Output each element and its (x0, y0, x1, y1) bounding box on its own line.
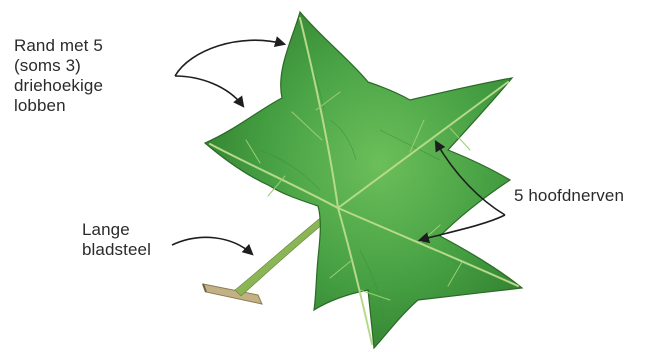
petiole-annotation-line: bladsteel (82, 240, 151, 260)
arrow-petiole (172, 237, 252, 254)
veins-annotation: 5 hoofdnerven (514, 186, 624, 206)
margin-annotation-line: Rand met 5 (14, 36, 103, 56)
arrow-margin-lobe (175, 76, 243, 106)
petiole-base-twig (203, 284, 262, 304)
petiole-annotation: Lange bladsteel (82, 220, 151, 260)
arrow-margin-top (175, 40, 284, 76)
margin-annotation-line: driehoekige (14, 76, 103, 96)
margin-annotation: Rand met 5 (soms 3) driehoekige lobben (14, 36, 103, 116)
margin-annotation-line: lobben (14, 96, 103, 116)
veins-annotation-line: 5 hoofdnerven (514, 186, 624, 206)
petiole-annotation-line: Lange (82, 220, 151, 240)
margin-annotation-line: (soms 3) (14, 56, 103, 76)
